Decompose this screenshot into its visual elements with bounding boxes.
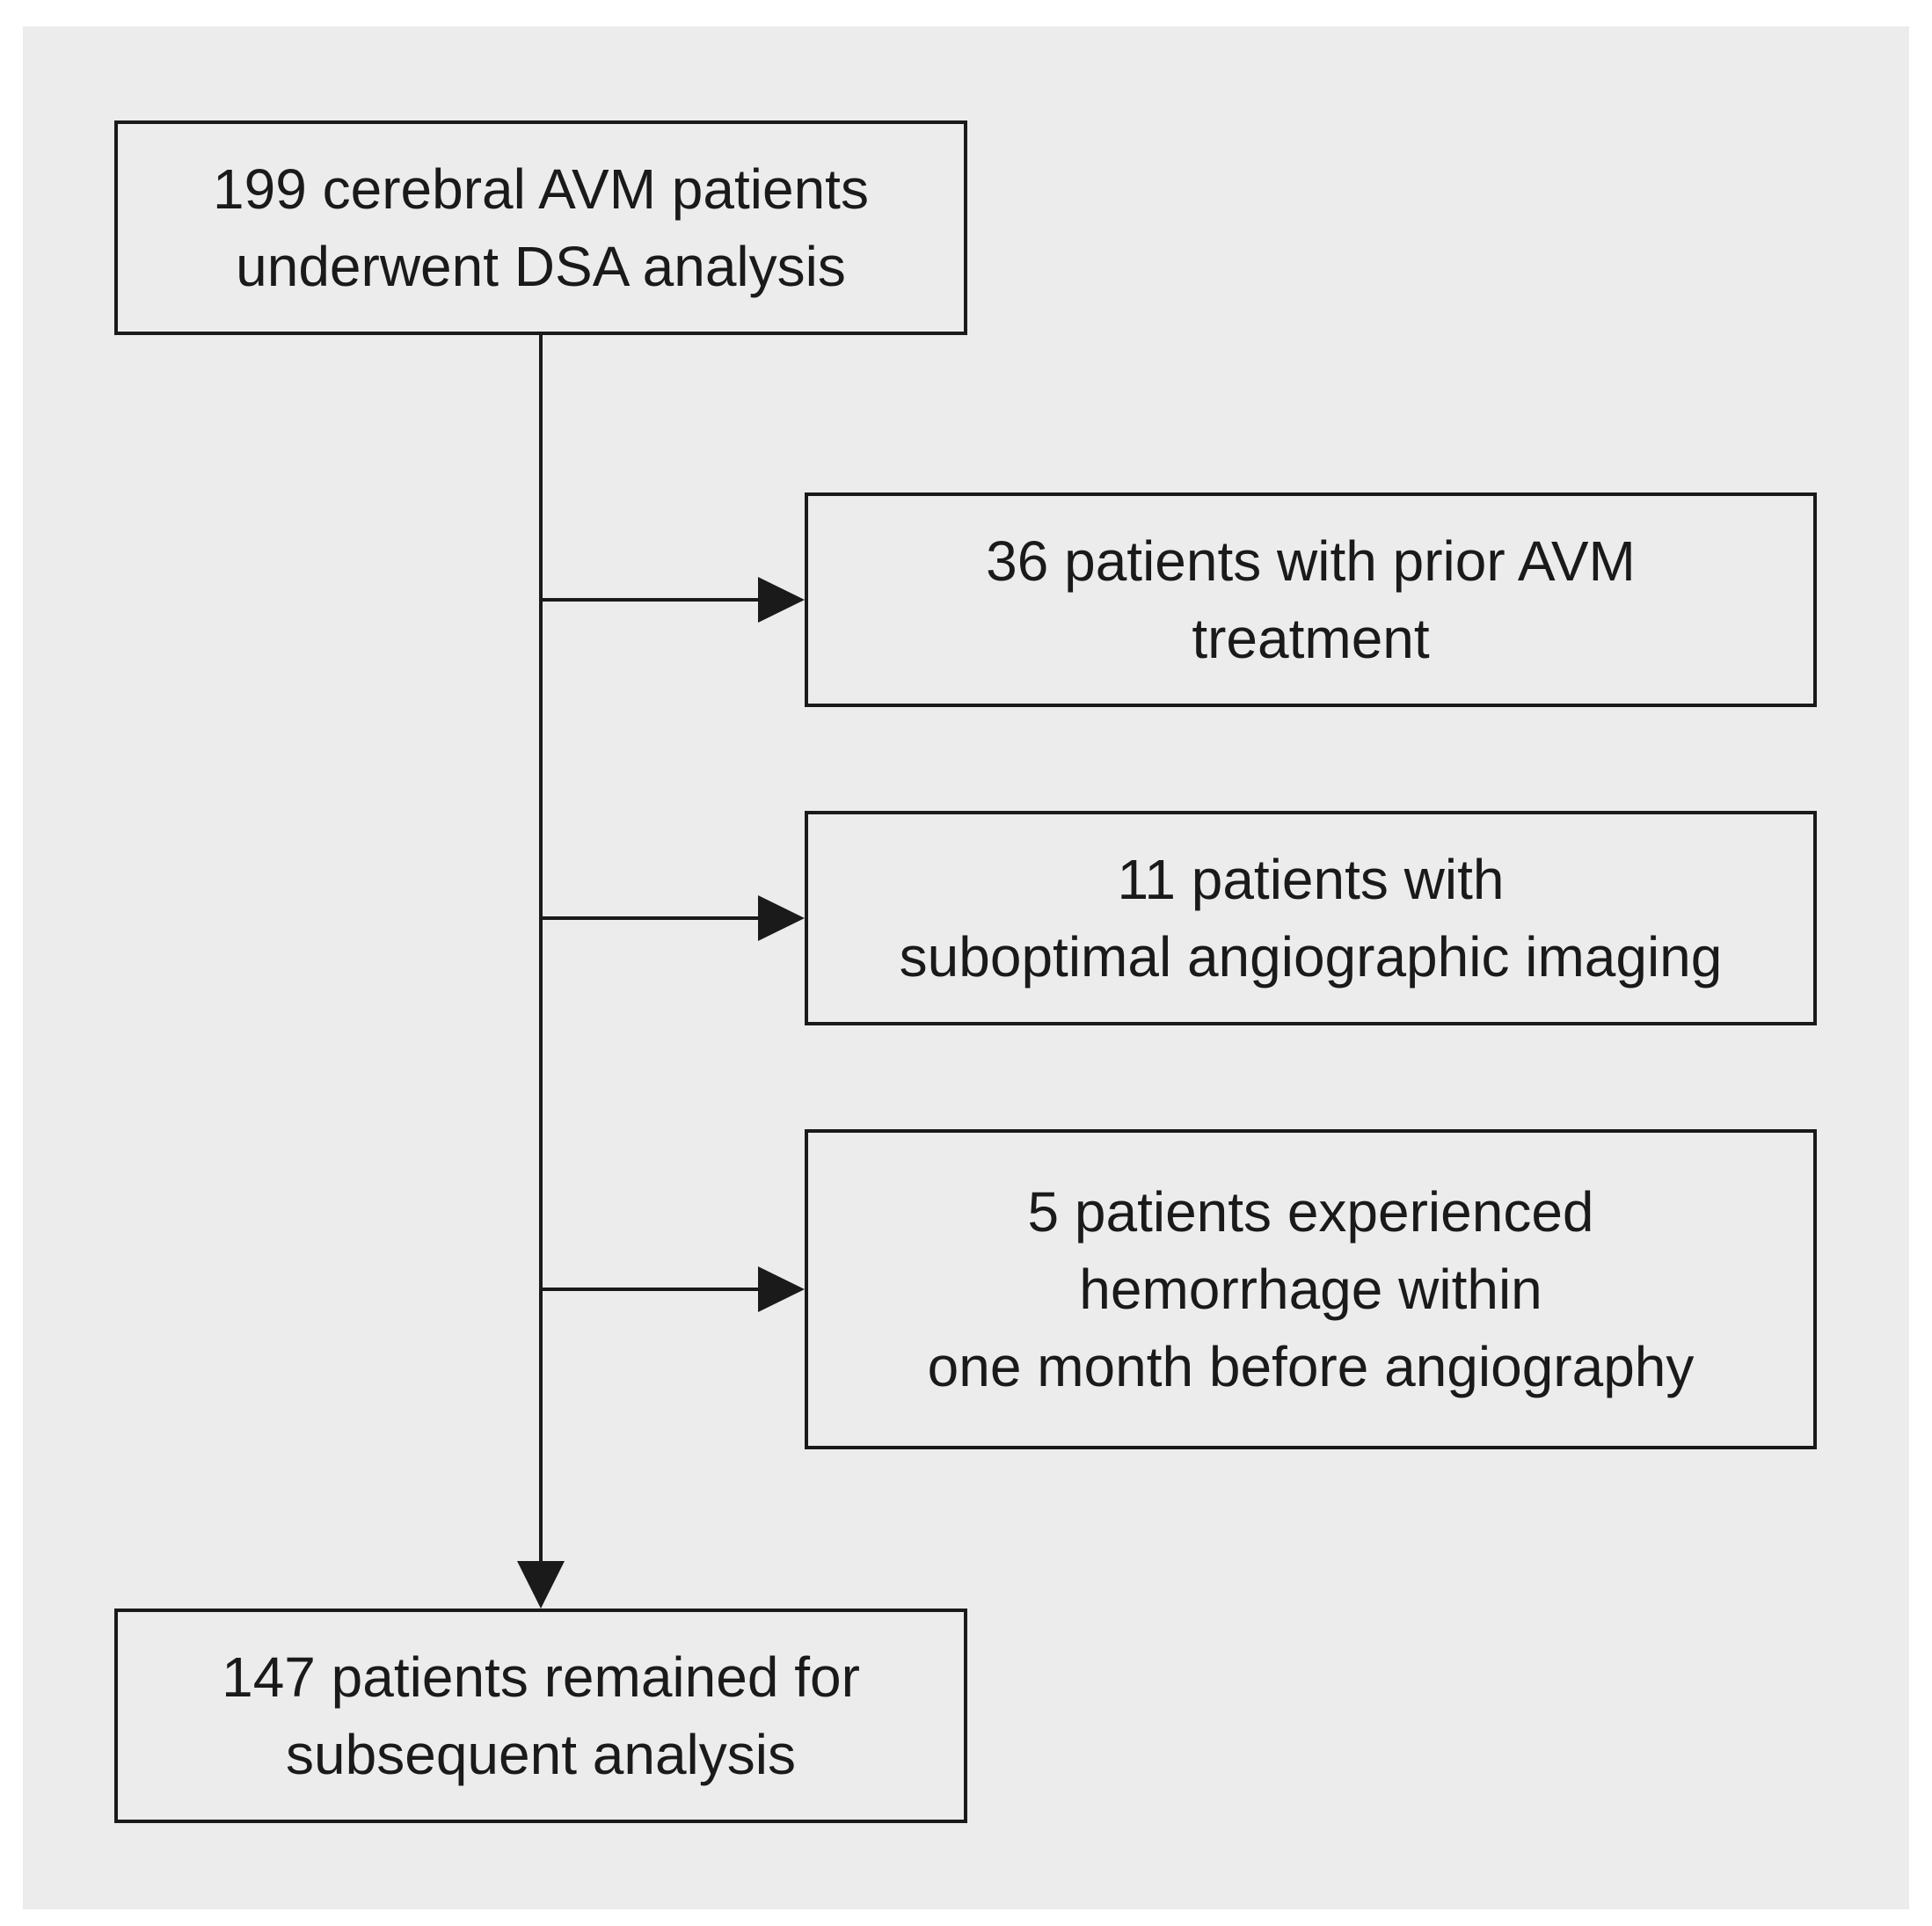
arrowhead-exclusion-2 [758, 895, 805, 941]
exclusion-box-suboptimal-imaging: 11 patients with suboptimal angiographic… [805, 811, 1817, 1025]
exclusion-box-recent-hemorrhage: 5 patients experienced hemorrhage within… [805, 1129, 1817, 1449]
exclusion-box-prior-treatment: 36 patients with prior AVM treatment [805, 492, 1817, 707]
final-cohort-box: 147 patients remained for subsequent ana… [114, 1609, 967, 1823]
arrowhead-exclusion-3 [758, 1266, 805, 1312]
arrowhead-exclusion-1 [758, 577, 805, 623]
arrowhead-to-final-box [517, 1561, 565, 1609]
initial-cohort-box: 199 cerebral AVM patients underwent DSA … [114, 120, 967, 335]
